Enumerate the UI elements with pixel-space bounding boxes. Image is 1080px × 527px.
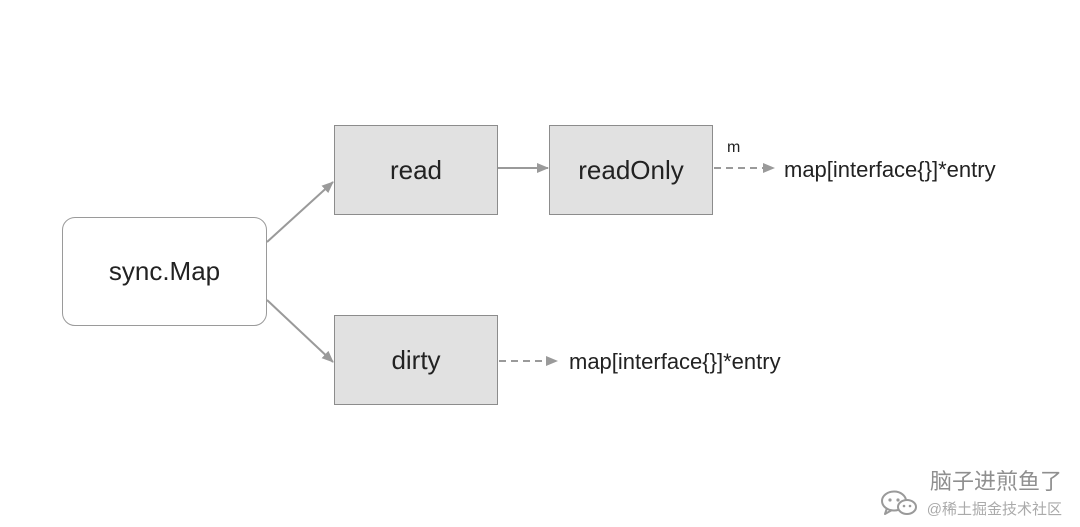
- wechat-icon: [880, 490, 917, 515]
- node-readonly-label: readOnly: [578, 154, 684, 185]
- edge-label-m: m: [727, 139, 741, 156]
- node-sync-map-label: sync.Map: [108, 256, 221, 286]
- node-read-label: read: [389, 154, 443, 185]
- node-readonly: readOnly: [549, 125, 713, 215]
- node-dirty-label: dirty: [391, 344, 441, 375]
- edge-syncmap-to-dirty: [266, 299, 334, 363]
- edge-syncmap-to-read: [266, 181, 334, 243]
- watermark: 脑子进煎鱼了 @稀土掘金技术社区: [879, 464, 1062, 519]
- node-read: read: [334, 125, 498, 215]
- readonly-map-type-label: map[interface{}]*entry: [784, 157, 996, 182]
- watermark-title: 脑子进煎鱼了: [929, 469, 1062, 494]
- dirty-map-type-label: map[interface{}]*entry: [569, 349, 781, 374]
- node-dirty: dirty: [334, 315, 498, 405]
- node-sync-map: sync.Map: [62, 217, 267, 326]
- watermark-subtitle: @稀土掘金技术社区: [926, 501, 1062, 518]
